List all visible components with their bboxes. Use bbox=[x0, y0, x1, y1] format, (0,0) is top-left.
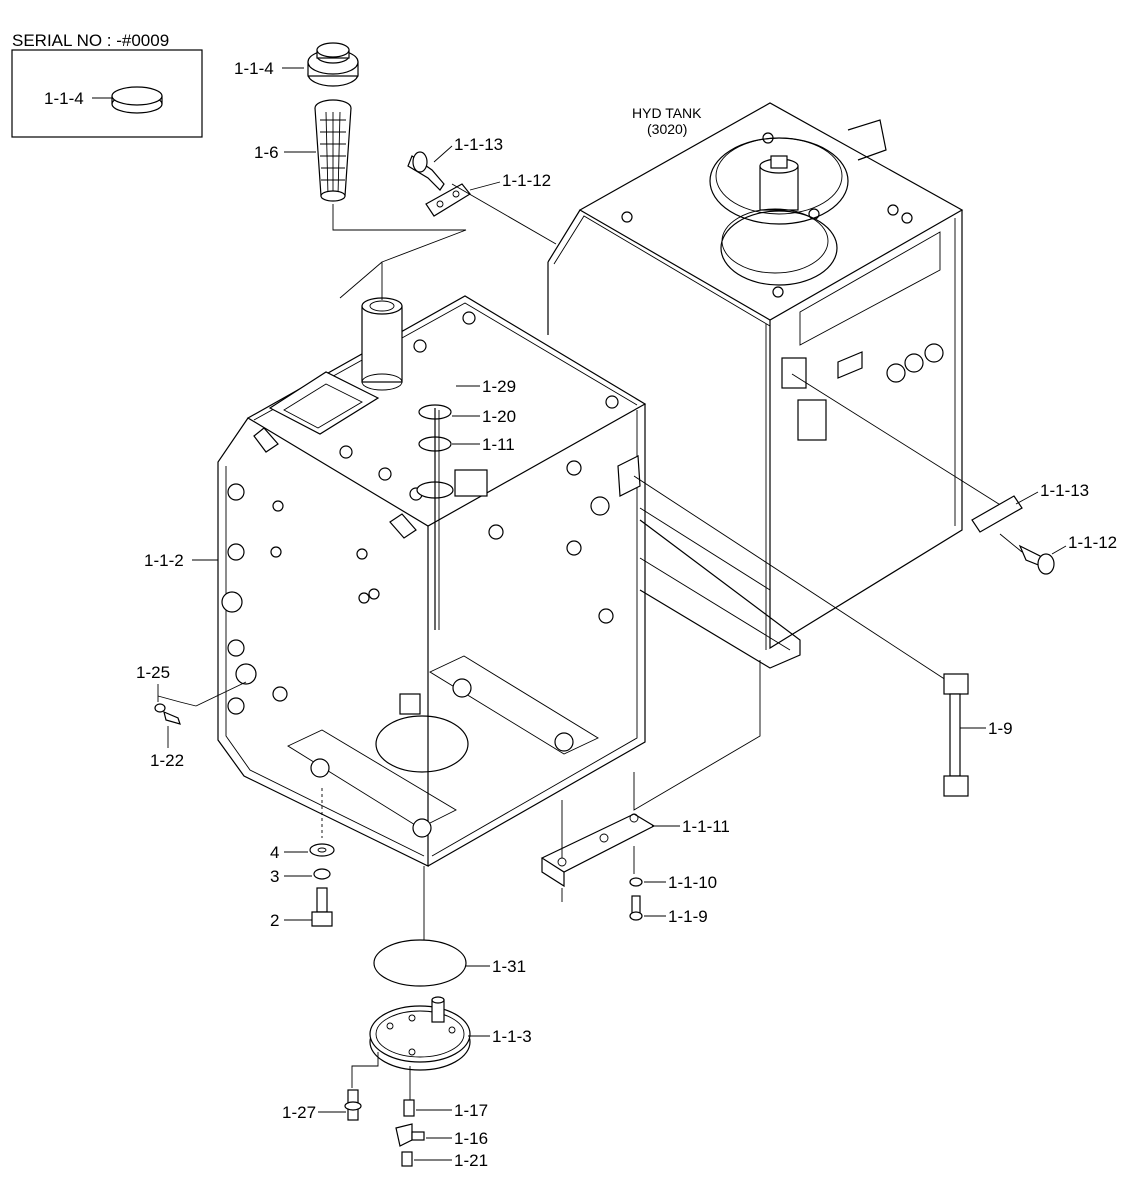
label-bolt-119: 1-1-9 bbox=[668, 907, 708, 926]
label-plate-right: 1-1-13 bbox=[1040, 481, 1089, 500]
label-washer-4: 4 bbox=[270, 843, 279, 862]
serial-box-frame bbox=[11, 49, 203, 138]
washer-3-icon bbox=[313, 868, 331, 880]
drain-cover bbox=[369, 996, 471, 1071]
label-plate-top: 1-1-12 bbox=[502, 171, 551, 190]
label-bolt-2: 2 bbox=[270, 911, 279, 930]
mount-plate-right bbox=[971, 495, 1023, 533]
elbow-16-icon bbox=[395, 1123, 425, 1147]
serial-number-box: SERIAL NO : -#0009 1-1-4 bbox=[11, 31, 203, 138]
plug-25-icon bbox=[154, 703, 166, 713]
fuel-tank-body bbox=[217, 295, 647, 867]
label-washer-3: 3 bbox=[270, 867, 279, 886]
label-bolt-right: 1-1-12 bbox=[1068, 533, 1117, 552]
label-strainer: 1-6 bbox=[254, 143, 279, 162]
fitting-17-icon bbox=[403, 1099, 415, 1117]
washer-4-icon bbox=[309, 843, 335, 857]
label-screw-29: 1-29 bbox=[482, 377, 516, 396]
tank-side-bosses bbox=[221, 460, 614, 715]
label-gauge: 1-9 bbox=[988, 719, 1013, 738]
mount-bracket bbox=[540, 813, 656, 888]
fitting-21-icon bbox=[401, 1151, 413, 1167]
label-washer-110: 1-1-10 bbox=[668, 873, 717, 892]
label-plug-25: 1-25 bbox=[136, 663, 170, 682]
fuel-cap bbox=[307, 42, 359, 87]
serial-number-title: SERIAL NO : -#0009 bbox=[12, 31, 169, 50]
gasket-31-icon bbox=[373, 939, 467, 987]
cap-plug-icon bbox=[111, 86, 163, 114]
bolt-top bbox=[407, 151, 445, 191]
label-fitting-21: 1-21 bbox=[454, 1151, 488, 1170]
label-tank-wall: 1-1-2 bbox=[144, 551, 184, 570]
label-elbow-16: 1-16 bbox=[454, 1129, 488, 1148]
label-cap: 1-1-4 bbox=[234, 59, 274, 78]
serial-box-part-label: 1-1-4 bbox=[44, 89, 84, 108]
label-cover-13: 1-1-3 bbox=[492, 1027, 532, 1046]
hyd-tank-number: (3020) bbox=[647, 121, 687, 137]
fitting-22-icon bbox=[163, 710, 181, 725]
bolt-right bbox=[1018, 544, 1055, 575]
callouts: 1-1-4 1-6 1-1-13 1-1-12 1-29 1-20 1-11 1… bbox=[136, 59, 1117, 1170]
bolt-27-icon bbox=[344, 1089, 362, 1121]
hyd-tank-title: HYD TANK bbox=[632, 105, 702, 121]
mount-plate-top bbox=[425, 183, 471, 217]
label-gasket-31: 1-31 bbox=[492, 957, 526, 976]
strainer bbox=[314, 99, 352, 202]
hyd-tank-3020: HYD TANK (3020) bbox=[547, 102, 964, 669]
bolt-2-icon bbox=[311, 887, 333, 927]
bolt-119-icon bbox=[629, 895, 643, 921]
label-gasket-11: 1-11 bbox=[482, 435, 515, 454]
label-fitting-22: 1-22 bbox=[150, 751, 184, 770]
label-fitting-17: 1-17 bbox=[454, 1101, 488, 1120]
label-flange-20: 1-20 bbox=[482, 407, 516, 426]
label-bolt-top: 1-1-13 bbox=[454, 135, 503, 154]
level-gauge bbox=[943, 673, 969, 797]
label-bracket: 1-1-11 bbox=[682, 817, 730, 836]
label-bolt-27: 1-27 bbox=[282, 1103, 316, 1122]
washer-110-icon bbox=[629, 877, 643, 887]
